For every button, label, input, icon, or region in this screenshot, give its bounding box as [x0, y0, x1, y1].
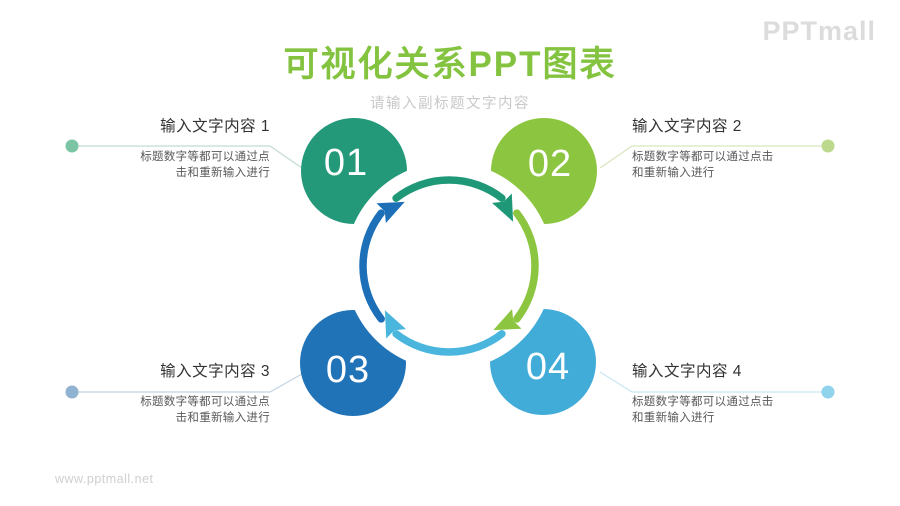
item-3-desc-line1: 标题数字等都可以通过点	[140, 396, 270, 408]
item-2-desc-line2: 和重新输入进行	[632, 167, 715, 179]
callout-dot-3	[65, 385, 79, 399]
item-1-desc-line2: 击和重新输入进行	[175, 167, 270, 179]
page-title: 可视化关系PPT图表	[283, 45, 617, 84]
pptmall-logo: PPTmall	[762, 16, 876, 46]
connector-line-3	[72, 373, 303, 393]
item-1-description: 标题数字等都可以通过点 击和重新输入进行	[60, 149, 270, 181]
item-4-desc-line2: 和重新输入进行	[632, 412, 715, 424]
item-2-desc-line1: 标题数字等都可以通过点击	[632, 151, 774, 163]
item-4-heading: 输入文字内容 4	[632, 363, 742, 380]
connector-line-1	[72, 145, 303, 169]
item-4-desc-line1: 标题数字等都可以通过点击	[632, 396, 774, 408]
circle-number-03: 03	[326, 349, 370, 391]
item-3-description: 标题数字等都可以通过点 击和重新输入进行	[60, 394, 270, 426]
item-3-desc-line2: 击和重新输入进行	[175, 412, 270, 424]
callout-dot-1	[65, 139, 79, 153]
callout-dot-4	[821, 385, 835, 399]
site-url: www.pptmall.net	[55, 472, 154, 486]
connector-line-4	[599, 371, 828, 393]
circle-number-02: 02	[528, 143, 572, 185]
item-2-description: 标题数字等都可以通过点击 和重新输入进行	[632, 149, 847, 181]
item-2-heading: 输入文字内容 2	[632, 118, 742, 135]
page-subtitle: 请输入副标题文字内容	[370, 96, 530, 112]
circle-number-04: 04	[526, 346, 570, 388]
center-white-circle	[345, 162, 553, 370]
callout-dot-2	[821, 139, 835, 153]
item-1-heading: 输入文字内容 1	[160, 118, 270, 135]
item-3-heading: 输入文字内容 3	[160, 363, 270, 380]
circle-number-01: 01	[324, 142, 368, 184]
item-4-description: 标题数字等都可以通过点击 和重新输入进行	[632, 394, 847, 426]
connector-line-2	[599, 145, 828, 169]
item-1-desc-line1: 标题数字等都可以通过点	[140, 151, 270, 163]
